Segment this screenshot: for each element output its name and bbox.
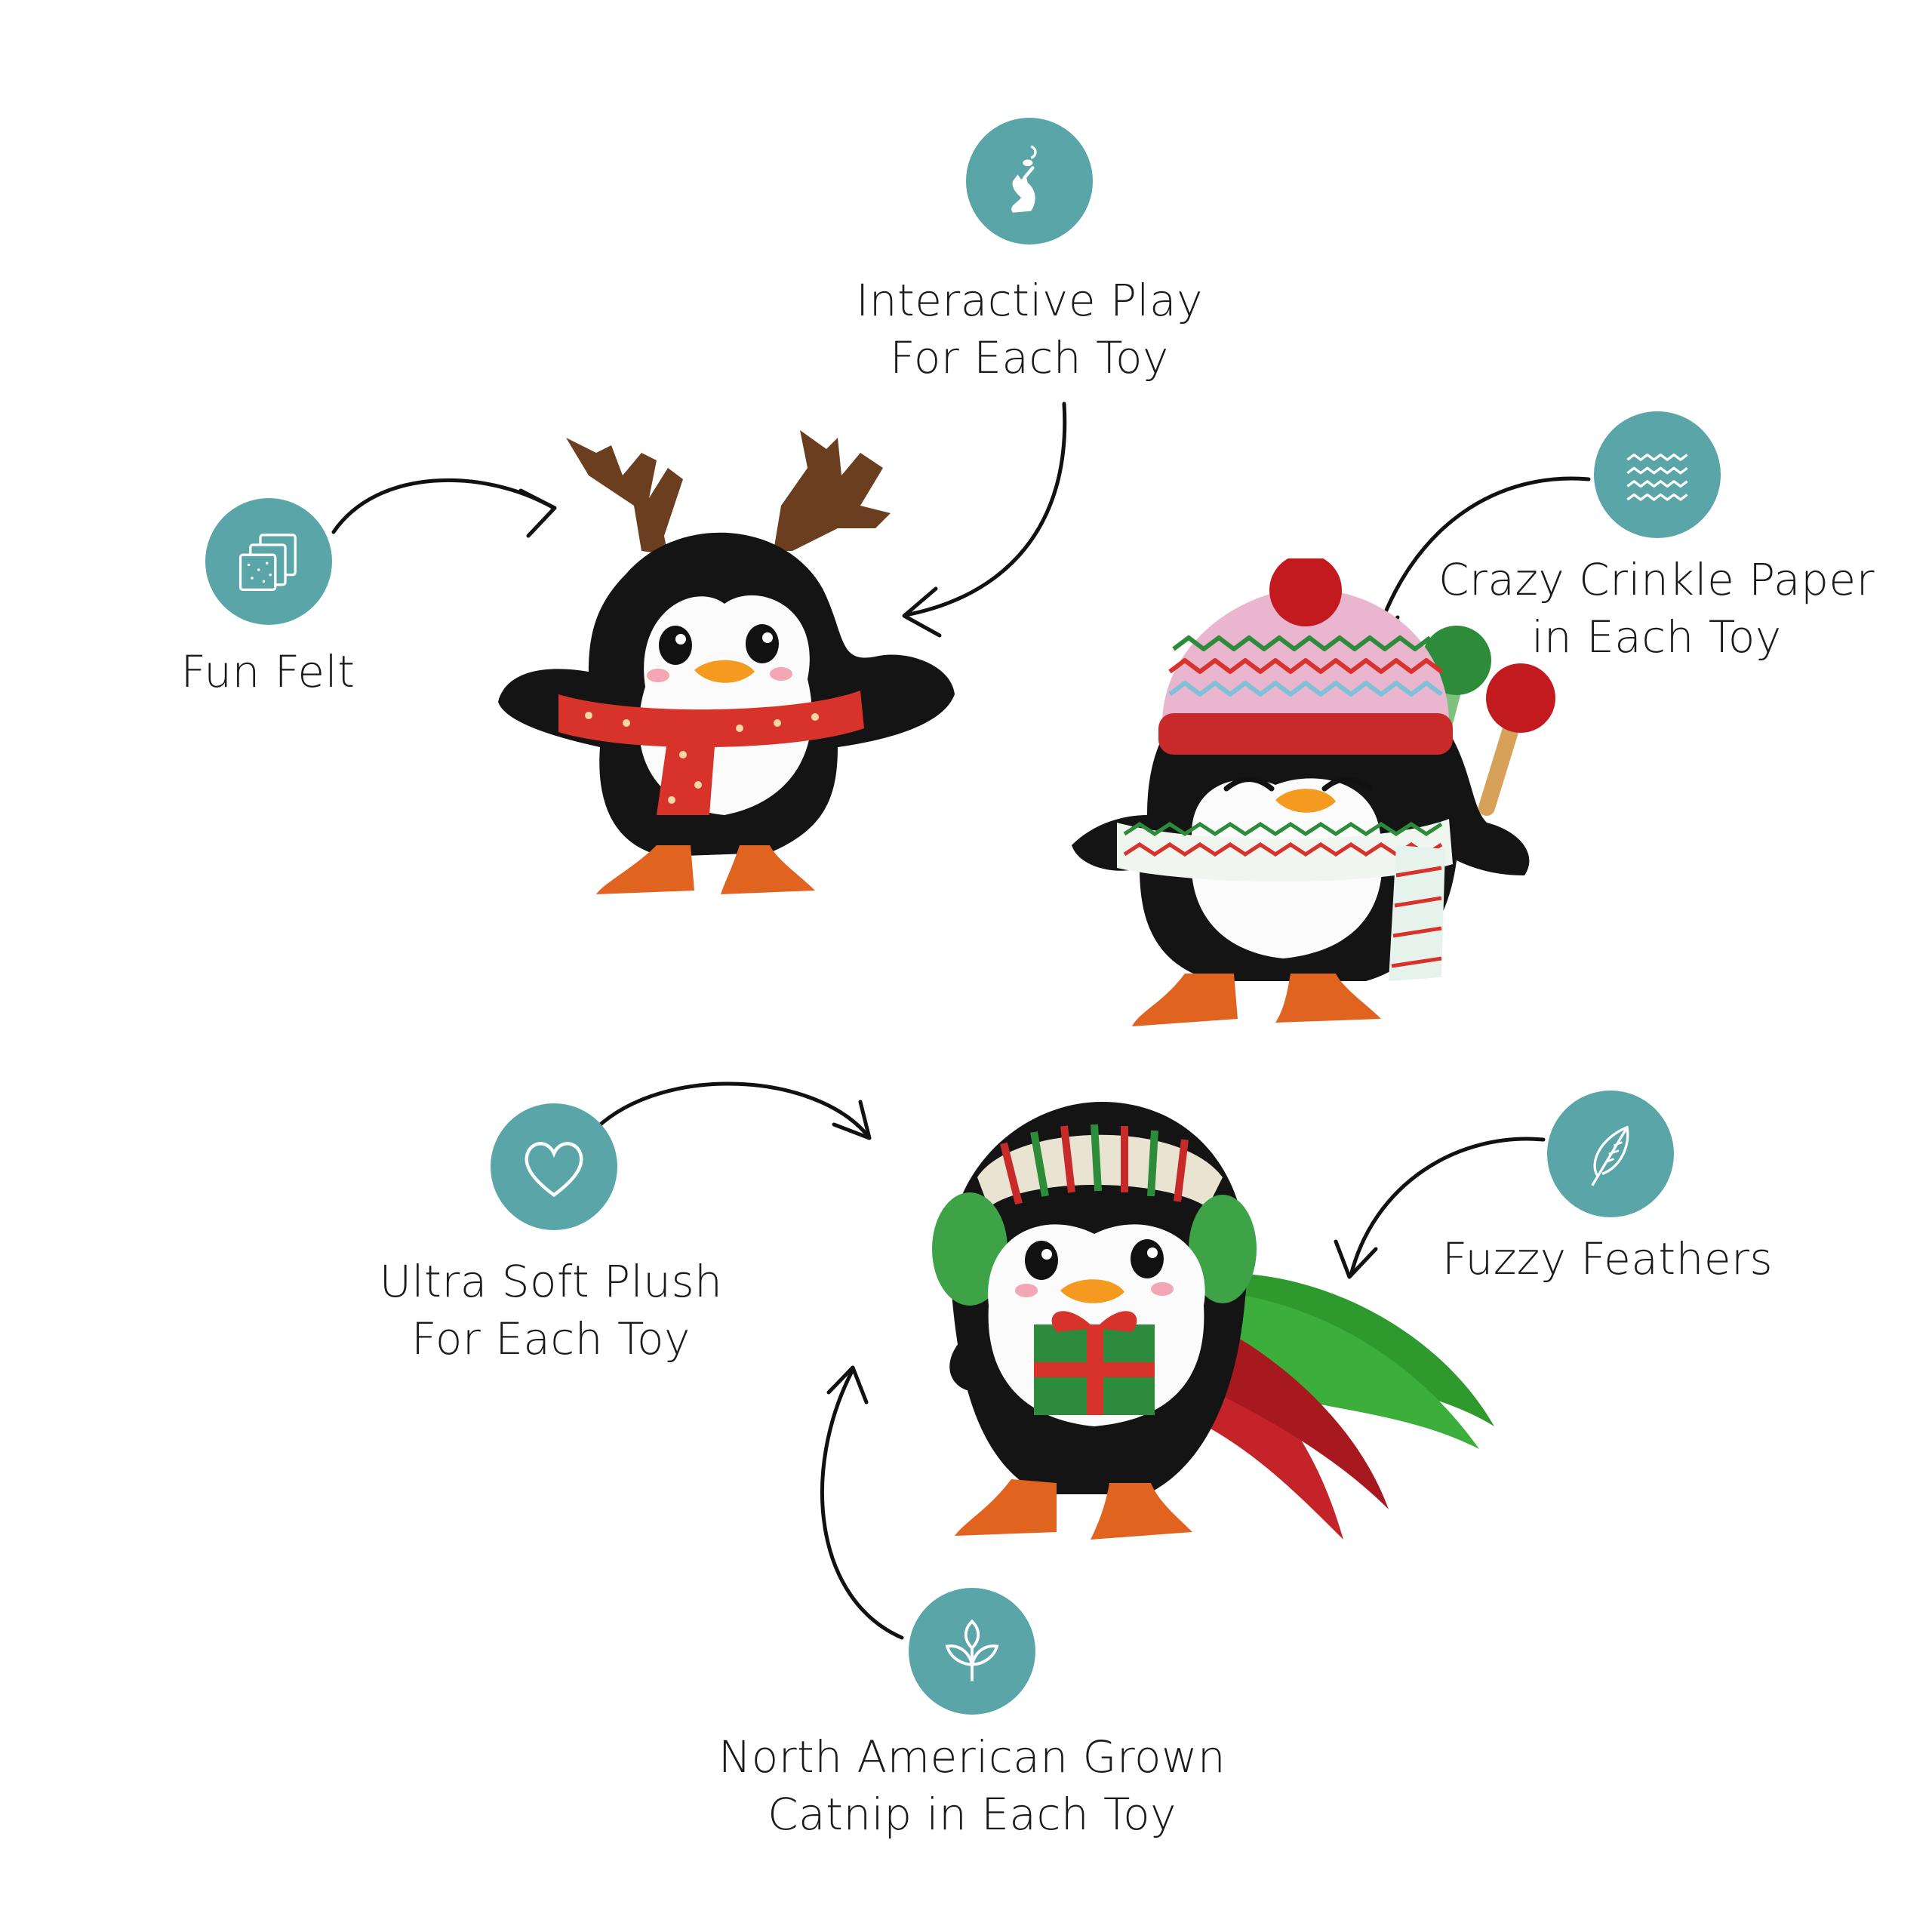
earmuff-penguin-toy (932, 1102, 1494, 1540)
arrow-crinkle-paper (1371, 476, 1591, 648)
catnip-line1: North American Grown (718, 1731, 1226, 1783)
catnip-label: North American Grown Catnip in Each Toy (718, 1728, 1226, 1843)
interactive-play-line2: For Each Toy (890, 332, 1169, 383)
beanie-penguin-toy (1072, 558, 1555, 1026)
soft-plush-badge (491, 1103, 617, 1230)
cat-playing-icon (1011, 145, 1037, 213)
fun-felt-line1: Fun Felt (180, 646, 355, 697)
fuzzy-feathers-line1: Fuzzy Feathers (1441, 1233, 1774, 1284)
interactive-play-line1: Interactive Play (856, 275, 1203, 326)
antlers (566, 430, 891, 555)
arrow-soft-plush (594, 1081, 870, 1138)
interactive-play-label: Interactive Play For Each Toy (856, 272, 1203, 386)
crinkle-paper-line2: in Each Toy (1531, 611, 1782, 663)
soft-plush-label: Ultra Soft Plush For Each Toy (380, 1253, 723, 1367)
leaf-sprout-icon (945, 1619, 999, 1681)
arrow-catnip (820, 1367, 904, 1640)
soft-plush-line2: For Each Toy (411, 1313, 691, 1364)
catnip-line2: Catnip in Each Toy (768, 1789, 1177, 1840)
arrow-interactive-play (903, 401, 1067, 617)
catnip-badge (909, 1588, 1035, 1715)
gift-box (1034, 1311, 1155, 1415)
heart-icon (525, 1142, 583, 1198)
felt-sheets-icon (238, 534, 297, 592)
arrow-fuzzy-feathers (1349, 1137, 1546, 1278)
fuzzy-feathers-badge (1547, 1091, 1674, 1217)
fuzzy-feathers-label: Fuzzy Feathers (1442, 1230, 1773, 1287)
crinkle-paper-label: Crazy Crinkle Paper in Each Toy (1438, 551, 1875, 666)
crinkle-paper-badge (1594, 411, 1721, 538)
feather-tail (1192, 1272, 1494, 1540)
wavy-lines-icon (1626, 453, 1688, 501)
fun-felt-label: Fun Felt (181, 643, 355, 700)
soft-plush-line1: Ultra Soft Plush (379, 1256, 723, 1307)
crinkle-paper-line1: Crazy Crinkle Paper (1438, 554, 1875, 605)
fun-felt-badge (205, 498, 332, 625)
feather-icon (1591, 1125, 1629, 1186)
reindeer-penguin-toy (498, 430, 955, 894)
interactive-play-badge (966, 118, 1093, 245)
